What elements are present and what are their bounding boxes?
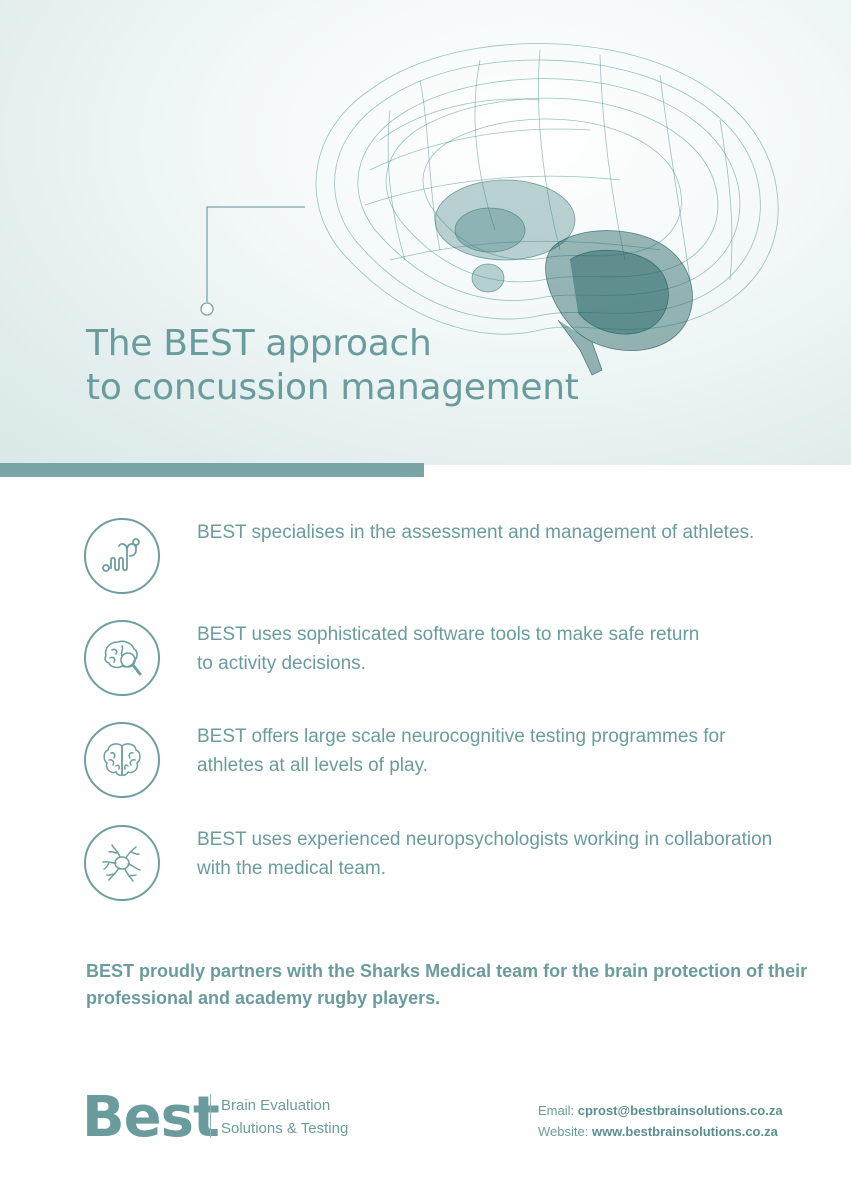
logo-tagline-line-2: Solutions & Testing: [221, 1120, 349, 1137]
hero-section: The BEST approach to concussion manageme…: [0, 0, 851, 465]
email-row: Email: cprost@bestbrainsolutions.co.za: [538, 1100, 783, 1121]
partner-statement: BEST proudly partners with the Sharks Me…: [86, 961, 808, 1008]
accent-bar: [0, 463, 424, 477]
brain-magnifier-icon: [84, 620, 160, 696]
feature-text: BEST uses sophisticated software tools t…: [197, 624, 700, 674]
page-title: The BEST approach to concussion manageme…: [86, 322, 646, 410]
email-link[interactable]: cprost@bestbrainsolutions.co.za: [577, 1103, 783, 1118]
contact-info: Email: cprost@bestbrainsolutions.co.za W…: [538, 1100, 783, 1142]
brain-icon: [84, 722, 160, 798]
logo-tagline: Brain Evaluation Solutions & Testing: [221, 1094, 348, 1140]
feature-text: BEST specialises in the assessment and m…: [197, 522, 755, 543]
wireframe-brain-illustration: [315, 43, 779, 376]
logo-divider: [210, 1094, 211, 1138]
feature-item-software-tools: BEST uses sophisticated software tools t…: [84, 620, 824, 700]
stethoscope-icon: [84, 518, 160, 594]
feature-item-assessment: BEST specialises in the assessment and m…: [84, 518, 824, 598]
feature-text: BEST uses experienced neuropsychologists…: [197, 829, 773, 879]
feature-text: BEST offers large scale neurocognitive t…: [197, 726, 726, 776]
website-label: Website:: [538, 1124, 592, 1139]
website-row: Website: www.bestbrainsolutions.co.za: [538, 1121, 783, 1142]
logo-tagline-line-1: Brain Evaluation: [221, 1097, 331, 1114]
email-label: Email:: [538, 1103, 578, 1118]
page-title-line-1: The BEST approach: [86, 323, 432, 364]
footer: Best Brain Evaluation Solutions & Testin…: [0, 1080, 851, 1160]
neuron-icon: [84, 825, 160, 901]
feature-item-neurocognitive-testing: BEST offers large scale neurocognitive t…: [84, 722, 824, 802]
feature-item-neuropsychologists: BEST uses experienced neuropsychologists…: [84, 825, 824, 905]
page-title-line-2: to concussion management: [86, 367, 579, 408]
website-link[interactable]: www.bestbrainsolutions.co.za: [591, 1124, 778, 1139]
best-logo: Best: [82, 1085, 220, 1150]
